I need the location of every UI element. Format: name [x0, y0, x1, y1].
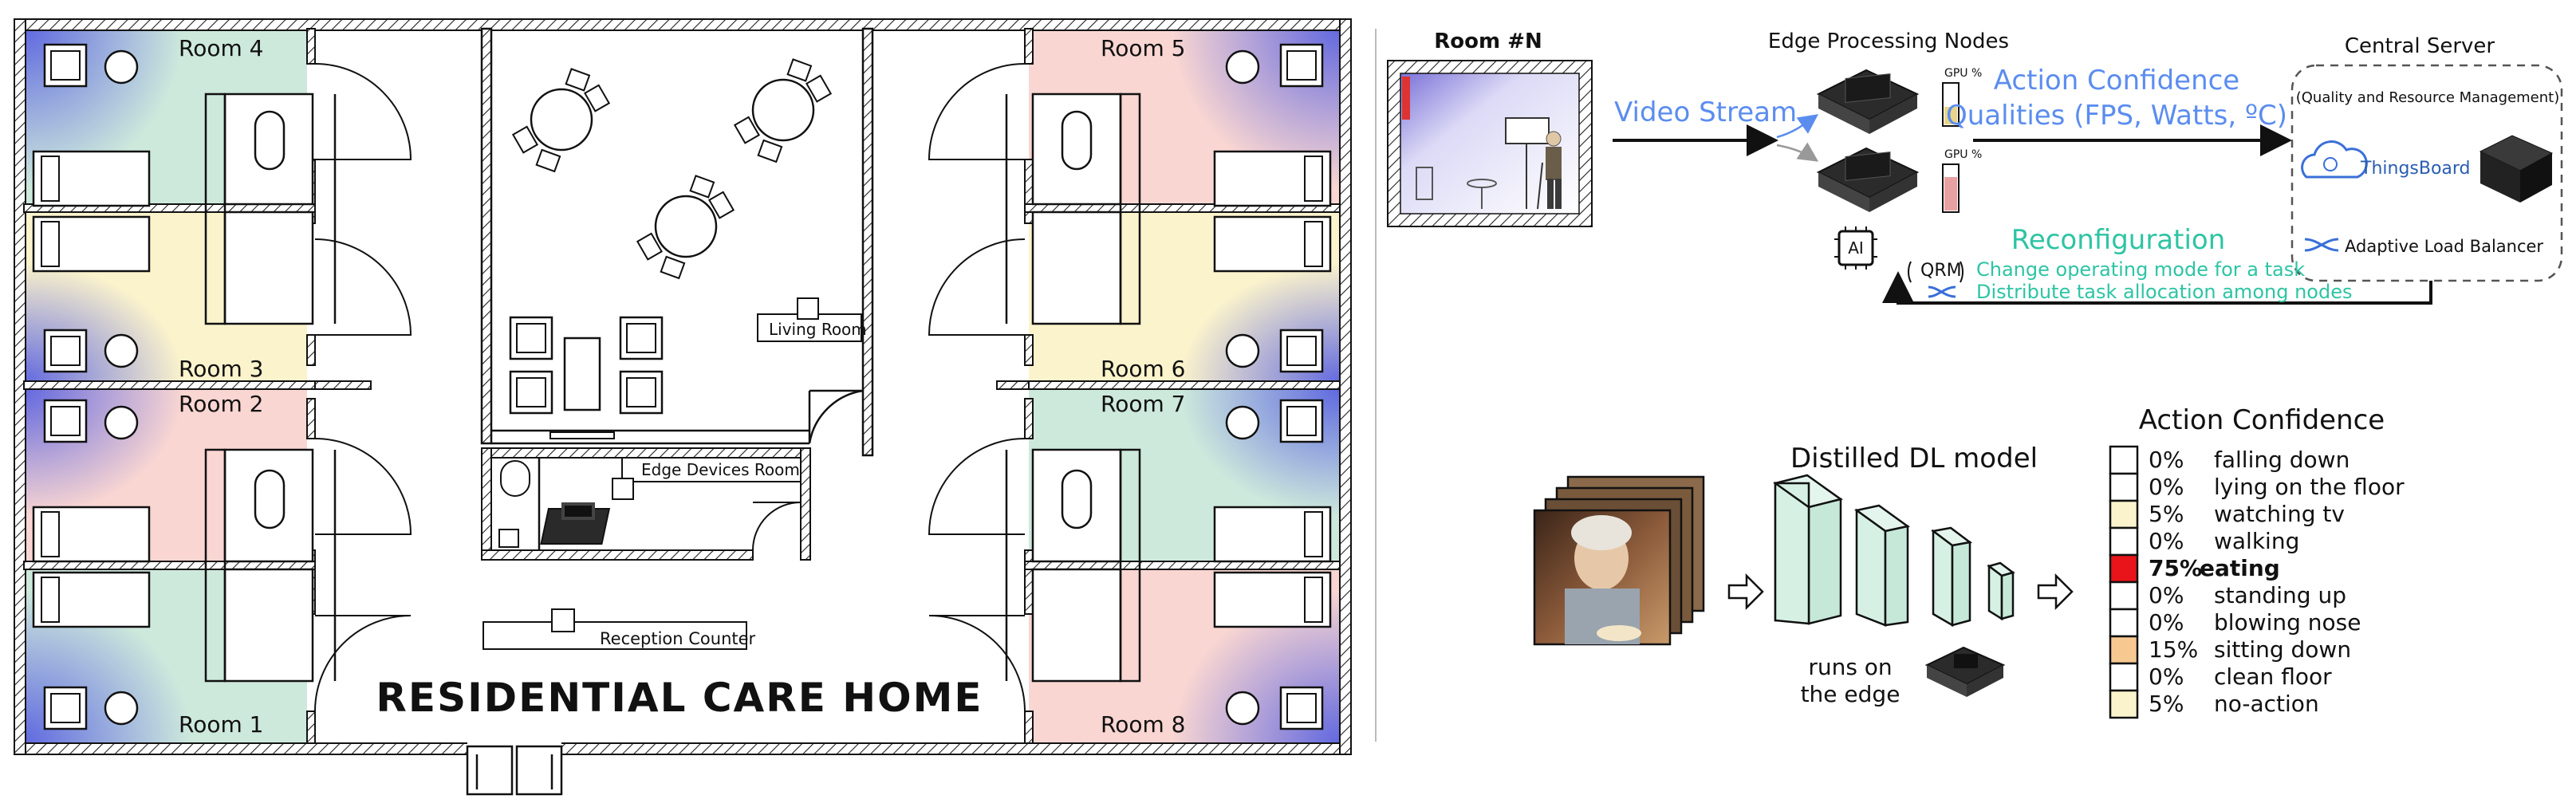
confidence-pct: 0% — [2149, 582, 2184, 608]
confidence-pct: 5% — [2149, 691, 2184, 717]
confidence-list: 0% falling down 0% lying on the floor 5% watc… — [2109, 445, 2405, 719]
central-server-title: Central Server — [2345, 34, 2495, 58]
edge-board-icon — [1924, 646, 2006, 697]
room-2-label: Room 2 — [179, 391, 263, 417]
confidence-row: 0% clean floor — [2109, 662, 2332, 692]
reconfig-action-2: Distribute task allocation among nodes — [1976, 281, 2352, 303]
room-3-label: Room 3 — [179, 356, 263, 382]
confidence-swatch — [2109, 635, 2139, 665]
output-line-2: Qualities (FPS, Watts, ºC) — [1946, 100, 2287, 132]
room-7-label: Room 7 — [1101, 391, 1185, 417]
central-server-box — [2290, 64, 2563, 282]
confidence-pct: 0% — [2149, 663, 2184, 690]
confidence-row: 0% standing up — [2109, 581, 2346, 611]
server-icon — [2479, 135, 2554, 203]
living-sofa-set — [509, 316, 664, 439]
confidence-swatch — [2109, 445, 2139, 475]
confidence-title: Action Confidence — [2139, 404, 2385, 436]
qrm-full-label: (Quality and Resource Management) — [2296, 89, 2560, 106]
entrance-doors — [466, 742, 563, 796]
confidence-label: walking — [2214, 528, 2299, 554]
room-8-label: Room 8 — [1101, 711, 1185, 738]
confidence-row: 5% no-action — [2109, 689, 2319, 719]
confidence-pct: 75% — [2149, 555, 2202, 581]
reception-counter-label: Reception Counter — [600, 629, 756, 648]
floor-plan: Room 4 Room 3 Room 2 Room 1 Room 5 Room … — [14, 18, 1352, 796]
gpu-gauge-2 — [1942, 163, 1960, 213]
confidence-pct: 0% — [2149, 447, 2184, 473]
confidence-pct: 0% — [2149, 609, 2184, 636]
input-frames — [1533, 475, 1705, 646]
runs-on-line-2: the edge — [1801, 681, 1900, 707]
confidence-swatch — [2109, 581, 2139, 611]
confidence-swatch — [2109, 662, 2139, 692]
confidence-label: eating — [2200, 555, 2280, 581]
confidence-pct: 0% — [2149, 528, 2184, 554]
load-balancer-label: Adaptive Load Balancer — [2345, 237, 2543, 256]
room-camera-view — [1387, 60, 1593, 227]
confidence-label: lying on the floor — [2214, 474, 2405, 500]
confidence-swatch — [2109, 608, 2139, 638]
confidence-row: 0% falling down — [2109, 445, 2350, 475]
edge-node-2 — [1816, 147, 1920, 212]
confidence-row: 5% watching tv — [2109, 499, 2345, 529]
confidence-row: 0% blowing nose — [2109, 608, 2361, 638]
outer-wall-bottom — [14, 742, 1352, 755]
confidence-row: 0% lying on the floor — [2109, 472, 2405, 502]
qrm-short-label: QRM — [1920, 261, 1962, 281]
confidence-label: watching tv — [2214, 501, 2345, 527]
confidence-row: 0% walking — [2109, 526, 2299, 557]
outer-wall-right — [1339, 18, 1352, 755]
ai-chip-icon: AI — [1834, 226, 1877, 270]
room-1-label: Room 1 — [179, 711, 263, 738]
outer-wall-top — [14, 18, 1352, 31]
confidence-swatch — [2109, 499, 2139, 529]
confidence-pct: 5% — [2149, 501, 2184, 527]
edge-device-board — [540, 502, 611, 545]
living-room-label: Living Room — [769, 320, 867, 339]
gpu-label-1: GPU % — [1944, 67, 1982, 80]
model-panel: Distilled DL model runs on the edge Acti… — [1533, 404, 2405, 719]
confidence-row: 75%eating — [2109, 553, 2280, 584]
gpu-gauge-1 — [1942, 82, 1960, 127]
pipeline-panel: Room #N Video Stream Edge Processing Nod… — [1387, 30, 2563, 305]
edge-devices-room-label: Edge Devices Room — [641, 460, 800, 479]
confidence-swatch — [2109, 553, 2139, 584]
confidence-label: no-action — [2214, 691, 2319, 717]
thingsboard-label: ThingsBoard — [2360, 159, 2471, 179]
confidence-pct: 15% — [2149, 636, 2198, 663]
confidence-label: falling down — [2214, 447, 2350, 473]
cloud-icon — [2301, 140, 2368, 179]
gpu-label-2: GPU % — [1944, 148, 1982, 161]
floorplan-title: RESIDENTIAL CARE HOME — [376, 675, 983, 721]
output-line-1: Action Confidence — [1994, 65, 2239, 96]
confidence-label: clean floor — [2214, 663, 2332, 690]
model-title: Distilled DL model — [1790, 443, 2038, 474]
edge-nodes-title: Edge Processing Nodes — [1768, 30, 2009, 53]
runs-on-line-1: runs on — [1808, 654, 1892, 680]
room-6-label: Room 6 — [1101, 356, 1185, 382]
load-balancer-icon — [2304, 238, 2339, 252]
room-4-label: Room 4 — [179, 35, 263, 61]
svg-text:AI: AI — [1848, 238, 1864, 258]
confidence-pct: 0% — [2149, 474, 2184, 500]
distribute-icon — [1928, 285, 1956, 298]
confidence-swatch — [2109, 526, 2139, 557]
room-5-label: Room 5 — [1101, 35, 1185, 61]
confidence-swatch — [2109, 689, 2139, 719]
edge-node-1 — [1816, 69, 1920, 134]
confidence-label: sitting down — [2214, 636, 2351, 663]
video-stream-label: Video Stream — [1614, 96, 1797, 128]
confidence-row: 15% sitting down — [2109, 635, 2351, 665]
confidence-swatch — [2109, 472, 2139, 502]
reconfiguration-label: Reconfiguration — [2011, 224, 2226, 256]
confidence-label: blowing nose — [2214, 609, 2361, 636]
room-n-label: Room #N — [1434, 30, 1542, 53]
confidence-label: standing up — [2214, 582, 2346, 608]
network-layers — [1773, 474, 2015, 628]
reconfig-action-1: Change operating mode for a task — [1976, 258, 2305, 281]
